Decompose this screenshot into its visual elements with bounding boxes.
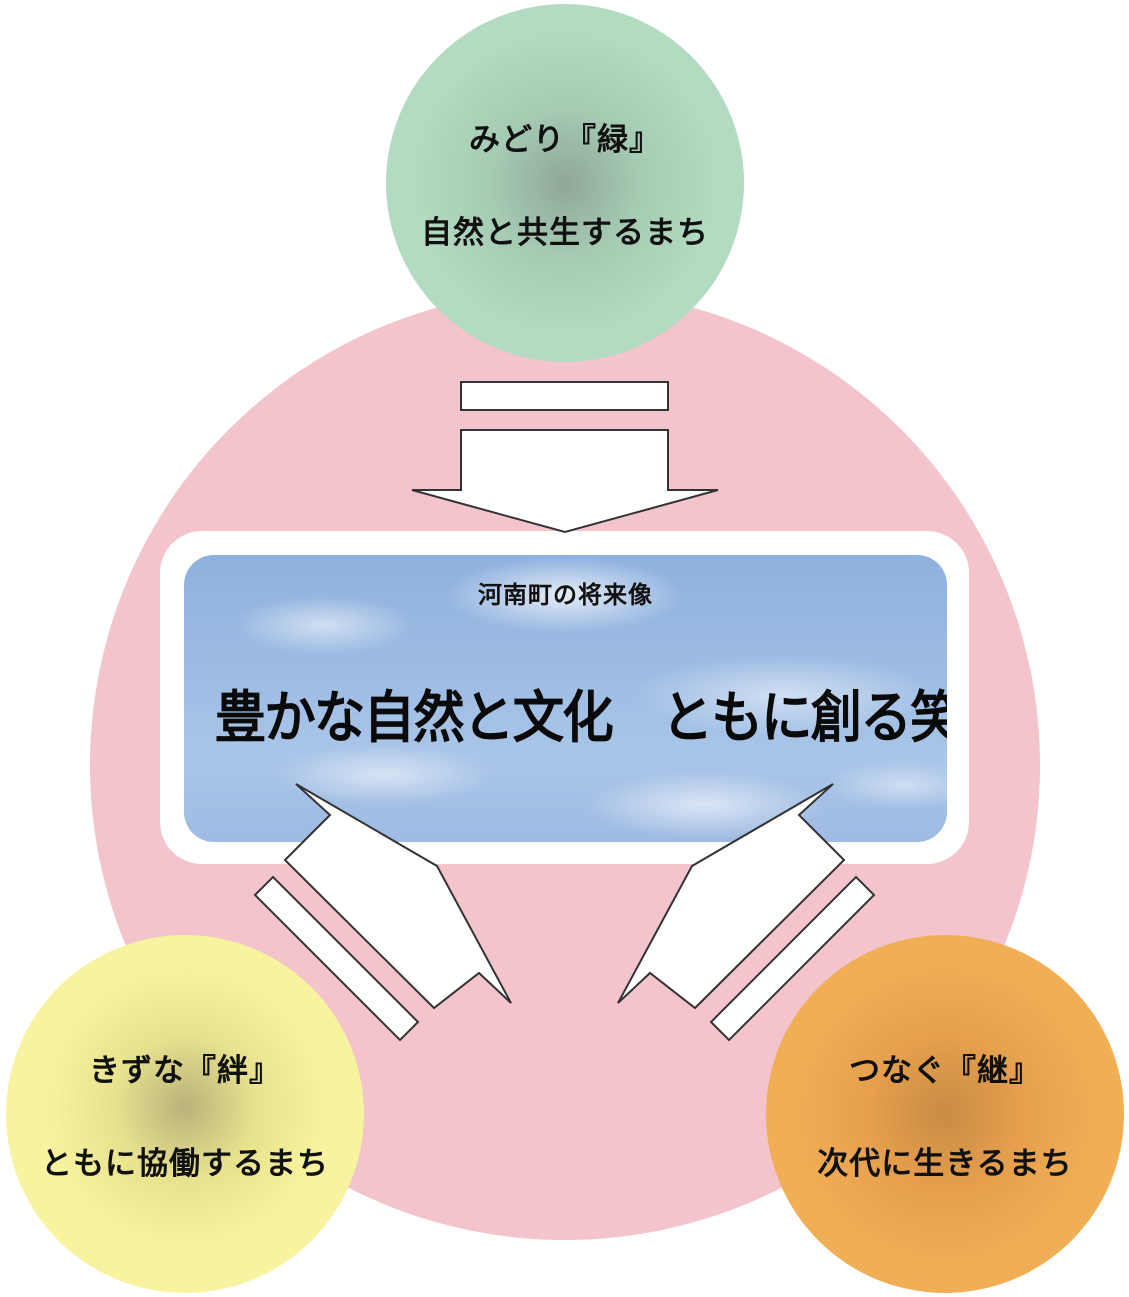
arrow-top bbox=[411, 381, 719, 534]
arrow-left-head bbox=[283, 783, 512, 1010]
node-midori: みどり『緑』 自然と共生するまち bbox=[386, 4, 744, 362]
arrow-left-bar bbox=[253, 875, 420, 1042]
arrow-left bbox=[253, 783, 512, 1042]
node-midori-keyword: みどり『緑』 bbox=[469, 122, 661, 158]
arrow-top-head bbox=[411, 429, 719, 534]
arrow-right-head bbox=[617, 783, 846, 1010]
arrow-top-bar bbox=[460, 381, 669, 411]
node-tsunagu: つなぐ『継』 次代に生きるまち bbox=[766, 935, 1124, 1293]
vision-subtitle: 河南町の将来像 bbox=[478, 581, 653, 609]
node-midori-description: 自然と共生するまち bbox=[421, 215, 709, 251]
node-tsunagu-description: 次代に生きるまち bbox=[817, 1146, 1073, 1182]
arrow-right bbox=[617, 783, 876, 1042]
node-kizuna-keyword: きずな『絆』 bbox=[89, 1053, 281, 1089]
node-kizuna: きずな『絆』 ともに協働するまち bbox=[6, 935, 364, 1293]
vision-slogan: 豊かな自然と文化 ともに創る笑顔あふれる元気なまち bbox=[214, 686, 947, 751]
node-kizuna-description: ともに協働するまち bbox=[41, 1146, 329, 1182]
node-tsunagu-keyword: つなぐ『継』 bbox=[849, 1053, 1041, 1089]
arrow-right-bar bbox=[709, 875, 876, 1042]
